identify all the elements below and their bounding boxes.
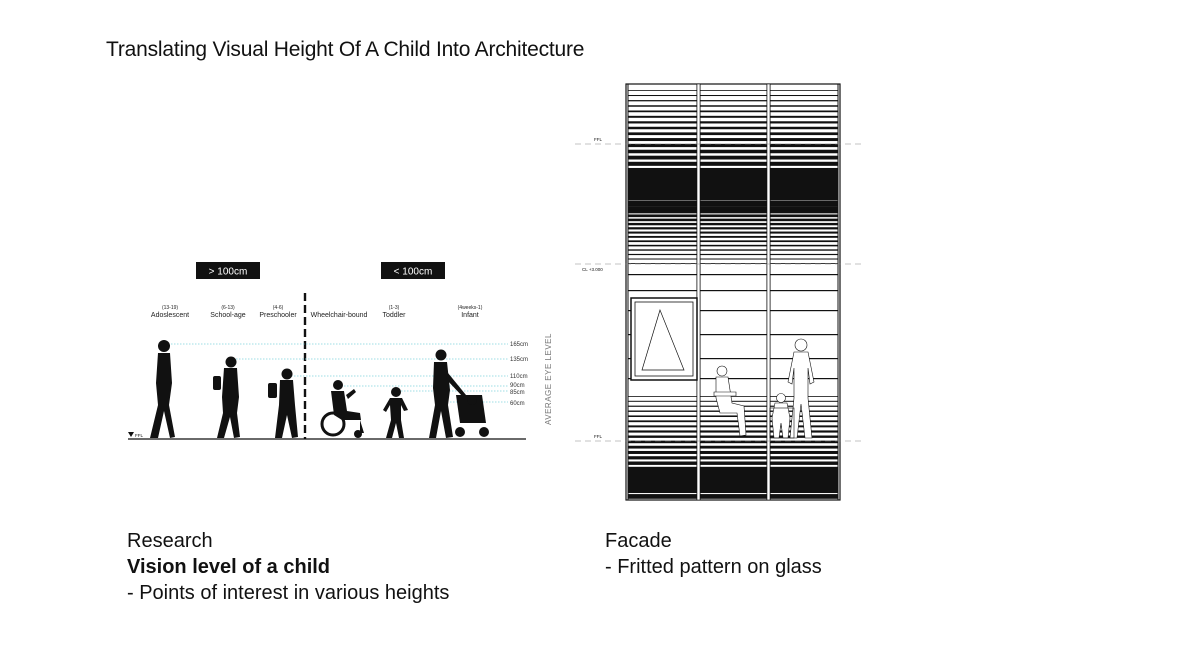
facade-panel-3	[769, 83, 839, 501]
wheelchair-silhouette-icon	[320, 380, 364, 438]
level-label-upper-ffl: FFL	[594, 137, 602, 142]
infant-stroller-silhouette-icon	[429, 349, 489, 438]
eye-level-diagram: > 100cm < 100cm (13-19) Adoslescent (6-1…	[128, 262, 553, 440]
facade-caption: Facade - Fritted pattern on glass	[605, 528, 822, 580]
research-note: - Points of interest in various heights	[127, 582, 450, 604]
group-name-infant: Infant	[461, 312, 479, 319]
badge-over-100: > 100cm	[196, 262, 260, 279]
school-age-silhouette-icon	[213, 356, 240, 438]
facade-panel-1	[627, 83, 698, 501]
group-name-wheelchair: Wheelchair-bound	[311, 312, 368, 319]
group-name-school-age: School-age	[210, 312, 246, 319]
research-caption: Research Vision level of a child - Point…	[127, 528, 449, 606]
child-outline-icon	[769, 393, 795, 439]
group-name-toddler: Toddler	[383, 312, 407, 319]
group-age-adolescent: (13-19)	[162, 305, 178, 311]
group-age-preschooler: (4-6)	[273, 305, 284, 311]
facade-elevation-drawing: FFL CL +3.000 FFL	[575, 83, 862, 501]
floor-level-label: FFL	[135, 433, 143, 438]
research-subheading: Vision level of a child	[127, 556, 331, 578]
badge-under-100: < 100cm	[381, 262, 445, 279]
height-label-90: 90cm	[510, 383, 525, 389]
group-name-adolescent: Adoslescent	[151, 312, 189, 319]
standing-adult-outline-icon	[787, 338, 815, 439]
research-heading: Research	[127, 530, 213, 552]
adolescent-silhouette-icon	[150, 340, 175, 438]
badge-over-100-label: > 100cm	[209, 267, 248, 278]
group-age-school-age: (6-13)	[221, 305, 235, 311]
floor-level-marker-icon	[128, 432, 134, 437]
height-label-135: 135cm	[510, 357, 528, 363]
group-age-toddler: (1-3)	[389, 305, 400, 311]
height-label-110: 110cm	[510, 374, 528, 380]
level-label-lower-ffl: FFL	[594, 434, 602, 439]
preschooler-silhouette-icon	[268, 368, 298, 438]
group-age-infant: (4weeks-1)	[458, 305, 483, 311]
badge-under-100-label: < 100cm	[394, 267, 433, 278]
facade-heading: Facade	[605, 530, 672, 552]
toddler-silhouette-icon	[383, 387, 408, 438]
facade-note: - Fritted pattern on glass	[605, 556, 822, 578]
seated-figure-outline-icon	[713, 365, 747, 437]
page-title: Translating Visual Height Of A Child Int…	[106, 38, 585, 61]
level-label-cl: CL +3.000	[582, 267, 603, 272]
height-label-85: 85cm	[510, 390, 525, 396]
facade-panel-2	[699, 83, 768, 501]
facade-window	[630, 297, 698, 381]
height-label-60: 60cm	[510, 401, 525, 407]
eye-level-axis-label: AVERAGE EYE LEVEL	[544, 333, 553, 425]
group-name-preschooler: Preschooler	[259, 312, 297, 319]
height-label-165: 165cm	[510, 342, 528, 348]
